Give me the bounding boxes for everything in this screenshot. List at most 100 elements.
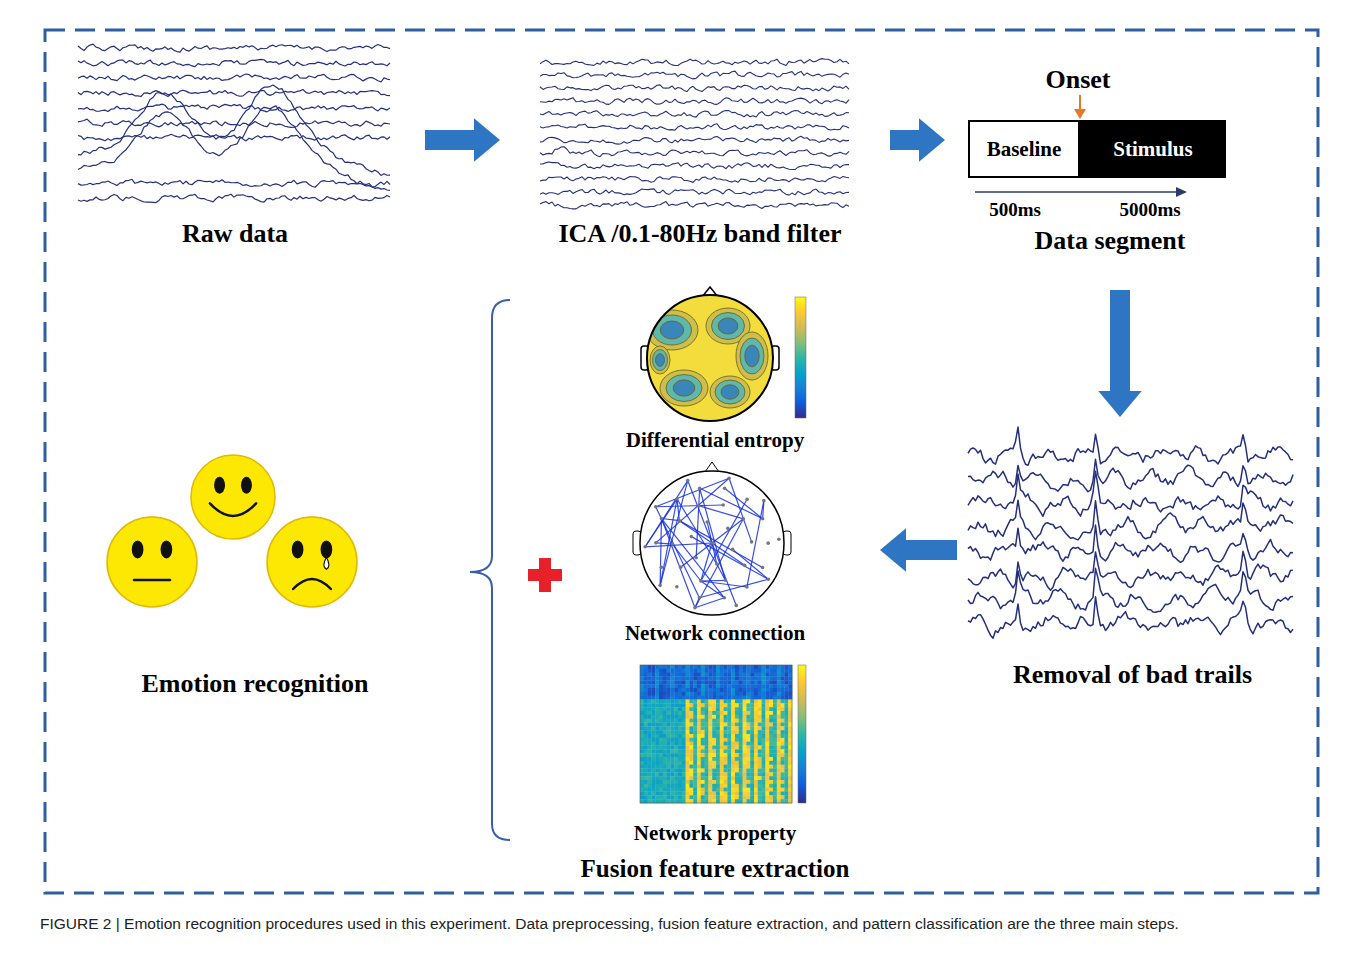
matrix-cell (735, 772, 739, 776)
matrix-cell (762, 780, 766, 784)
matrix-cell (720, 784, 724, 788)
matrix-cell (655, 715, 659, 719)
matrix-cell (678, 765, 682, 769)
matrix-cell (769, 761, 773, 765)
matrix-cell (731, 765, 735, 769)
matrix-cell (644, 707, 648, 711)
matrix-cell (735, 730, 739, 734)
matrix-cell (724, 749, 728, 753)
matrix-cell (739, 711, 743, 715)
electrode-dot (658, 584, 662, 588)
matrix-cell (708, 723, 712, 727)
matrix-cell (769, 669, 773, 673)
matrix-cell (716, 711, 720, 715)
matrix-cell (724, 795, 728, 799)
matrix-cell (788, 749, 792, 753)
matrix-cell (682, 665, 686, 669)
matrix-cell (705, 665, 709, 669)
matrix-cell (758, 723, 762, 727)
electrode-dot (723, 596, 727, 600)
matrix-cell (746, 799, 750, 803)
network-link (725, 488, 763, 518)
matrix-cell (705, 703, 709, 707)
matrix-cell (750, 799, 754, 803)
matrix-cell (788, 711, 792, 715)
matrix-cell (663, 707, 667, 711)
matrix-cell (777, 730, 781, 734)
matrix-cell (773, 738, 777, 742)
matrix-cell (743, 730, 747, 734)
matrix-cell (678, 761, 682, 765)
matrix-cell (678, 715, 682, 719)
matrix-cell (667, 723, 671, 727)
matrix-cell (735, 784, 739, 788)
matrix-cell (720, 749, 724, 753)
matrix-cell (697, 677, 701, 681)
matrix-cell (686, 673, 690, 677)
matrix-cell (708, 784, 712, 788)
matrix-cell (682, 792, 686, 796)
matrix-cell (689, 772, 693, 776)
step-block: ICA /0.1-80Hz band filter (525, 40, 875, 255)
matrix-cell (705, 734, 709, 738)
matrix-cell (758, 776, 762, 780)
electrode-dot (727, 476, 731, 480)
electrode-dot (761, 566, 765, 570)
matrix-cell (788, 707, 792, 711)
matrix-cell (773, 742, 777, 746)
matrix-cell (769, 757, 773, 761)
matrix-cell (674, 776, 678, 780)
matrix-cell (773, 719, 777, 723)
eeg-trace (78, 179, 390, 187)
matrix-cell (724, 684, 728, 688)
matrix-cell (773, 772, 777, 776)
matrix-cell (727, 788, 731, 792)
matrix-cell (777, 788, 781, 792)
matrix-cell (678, 738, 682, 742)
matrix-cell (724, 723, 728, 727)
matrix-cell (765, 795, 769, 799)
matrix-cell (640, 700, 644, 704)
electrode-dot (731, 548, 735, 552)
matrix-cell (727, 772, 731, 776)
matrix-cell (750, 726, 754, 730)
feature-block: Network property (595, 660, 835, 848)
electrode-dot (671, 542, 675, 546)
matrix-cell (788, 684, 792, 688)
matrix-cell (765, 673, 769, 677)
matrix-cell (663, 780, 667, 784)
matrix-cell (788, 780, 792, 784)
matrix-cell (663, 703, 667, 707)
matrix-cell (781, 784, 785, 788)
matrix-cell (708, 734, 712, 738)
matrix-cell (743, 738, 747, 742)
matrix-cell (655, 703, 659, 707)
matrix-cell (769, 684, 773, 688)
matrix-cell (712, 761, 716, 765)
matrix-cell (765, 753, 769, 757)
matrix-cell (769, 673, 773, 677)
matrix-cell (674, 680, 678, 684)
matrix-cell (682, 703, 686, 707)
matrix-cell (784, 795, 788, 799)
matrix-cell (648, 749, 652, 753)
matrix-cell (727, 700, 731, 704)
matrix-cell (788, 719, 792, 723)
matrix-cell (682, 788, 686, 792)
topo-contour (650, 346, 670, 374)
matrix-cell (754, 776, 758, 780)
matrix-cell (773, 795, 777, 799)
matrix-cell (663, 769, 667, 773)
matrix-cell (712, 707, 716, 711)
matrix-cell (689, 761, 693, 765)
matrix-cell (686, 757, 690, 761)
matrix-cell (746, 726, 750, 730)
matrix-cell (731, 761, 735, 765)
electrode-dot (705, 520, 709, 524)
matrix-cell (644, 776, 648, 780)
electrode-dot (675, 585, 679, 589)
electrode-dot (678, 519, 682, 523)
matrix-cell (777, 757, 781, 761)
matrix-cell (689, 692, 693, 696)
matrix-cell (727, 688, 731, 692)
